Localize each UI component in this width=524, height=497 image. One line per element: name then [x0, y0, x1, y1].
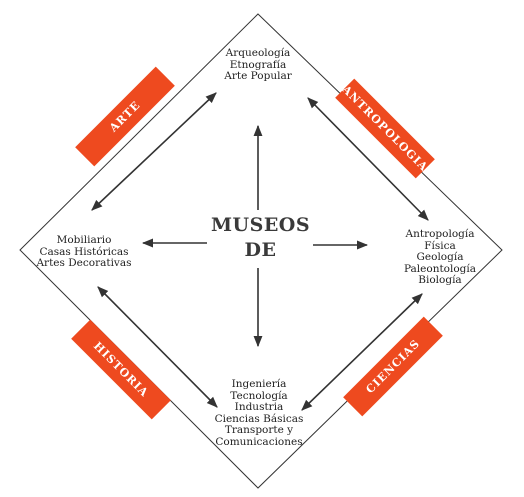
center-title-line-2: DE	[244, 239, 277, 261]
node-right-line-3: Geología	[416, 251, 464, 263]
center-title: MUSEOS DE	[208, 213, 314, 263]
node-top-line-3: Arte Popular	[224, 70, 292, 82]
arrow-top-right	[307, 97, 429, 221]
node-bottom-line-1: Ingeniería	[231, 378, 287, 390]
node-left-line-1: Mobiliario	[56, 234, 112, 246]
node-top-line-1: Arqueología	[225, 47, 291, 59]
arrow-bottom-right	[301, 293, 423, 411]
node-bottom-line-5: Transporte y	[224, 424, 294, 436]
node-right-line-2: Física	[424, 239, 456, 252]
node-bottom-line-2: Tecnología	[230, 389, 288, 402]
node-left-line-3: Artes Decorativas	[36, 257, 132, 269]
node-top: Arqueología Etnografía Arte Popular	[208, 47, 308, 83]
node-top-line-2: Etnografía	[229, 58, 287, 71]
node-bottom-line-3: Industria	[234, 401, 284, 413]
node-right-line-5: Biología	[418, 274, 462, 286]
node-right: Antropología Física Geología Paleontolog…	[390, 228, 490, 287]
node-left: Mobiliario Casas Históricas Artes Decora…	[28, 234, 140, 270]
center-title-line-1: MUSEOS	[211, 214, 311, 236]
node-right-line-4: Paleontología	[403, 262, 477, 275]
arrow-bottom-left	[97, 286, 218, 408]
node-bottom-line-6: Comunicaciones	[215, 435, 303, 448]
node-bottom: Ingeniería Tecnología Industria Ciencias…	[205, 378, 313, 448]
node-right-line-1: Antropología	[405, 228, 475, 240]
arrow-top-left	[91, 92, 217, 211]
node-bottom-line-4: Ciencias Básicas	[214, 412, 304, 425]
node-left-line-2: Casas Históricas	[39, 245, 129, 258]
